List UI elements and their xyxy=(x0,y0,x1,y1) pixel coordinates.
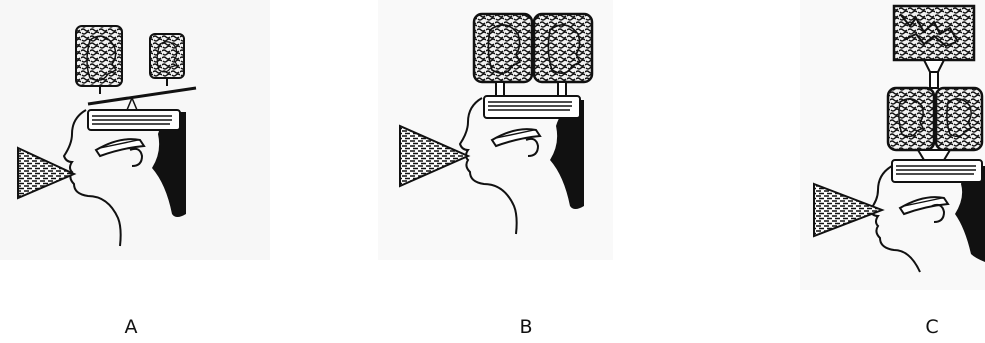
thought-box-large xyxy=(76,26,122,94)
panel-label-b: B xyxy=(519,316,532,338)
speech-cone xyxy=(814,184,882,236)
panel-b xyxy=(378,0,613,260)
head-profile xyxy=(64,110,186,246)
thought-box-pair xyxy=(888,88,982,160)
panel-label-c: C xyxy=(925,316,938,338)
panel-label-a: A xyxy=(125,316,138,338)
panel-a xyxy=(0,0,270,260)
diagram-a xyxy=(0,0,270,260)
speech-cone xyxy=(18,148,74,198)
thought-box-right xyxy=(534,14,592,96)
panel-c xyxy=(800,0,985,290)
fulcrum xyxy=(127,98,137,110)
head-profile xyxy=(870,160,985,272)
speech-cone xyxy=(400,126,468,186)
balance-beam xyxy=(88,88,196,104)
thought-box-top xyxy=(894,6,974,88)
diagram-b xyxy=(378,0,613,260)
thought-box-left xyxy=(474,14,532,96)
thought-box-small xyxy=(150,34,184,86)
head-profile xyxy=(460,96,584,234)
diagram-c xyxy=(800,0,985,290)
